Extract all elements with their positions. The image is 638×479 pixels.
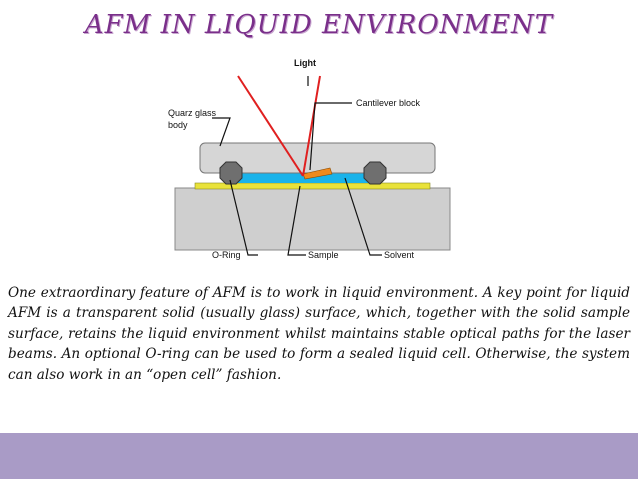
- liquid-layer: [228, 173, 378, 183]
- cantilever-leader: [309, 102, 352, 171]
- label-light: Light: [294, 58, 316, 68]
- afm-liquid-cell-diagram: Light Quarz glass body Cantilever block …: [168, 58, 451, 260]
- label-solvent: Solvent: [384, 250, 415, 260]
- reflected-light-beam: [302, 75, 321, 177]
- quartz-leader: [212, 117, 231, 147]
- incident-light-beam: [237, 75, 304, 177]
- footer-bar: [0, 433, 638, 479]
- label-quartz-line2: body: [168, 120, 188, 130]
- cantilever: [302, 167, 333, 180]
- label-sample: Sample: [308, 250, 339, 260]
- sample-leader: [287, 185, 306, 256]
- o-ring-left: [219, 161, 243, 185]
- oring-leader: [229, 179, 258, 256]
- label-quartz-line1: Quarz glass: [168, 108, 217, 118]
- label-cantilever-block: Cantilever block: [356, 98, 421, 108]
- slide-title: AFM IN LIQUID ENVIRONMENT: [84, 10, 554, 40]
- sample-stage: [174, 187, 451, 251]
- body-paragraph: One extraordinary feature of AFM is to w…: [8, 285, 630, 383]
- solvent-leader: [344, 177, 382, 256]
- label-o-ring: O-Ring: [212, 250, 241, 260]
- o-ring-right: [363, 161, 387, 185]
